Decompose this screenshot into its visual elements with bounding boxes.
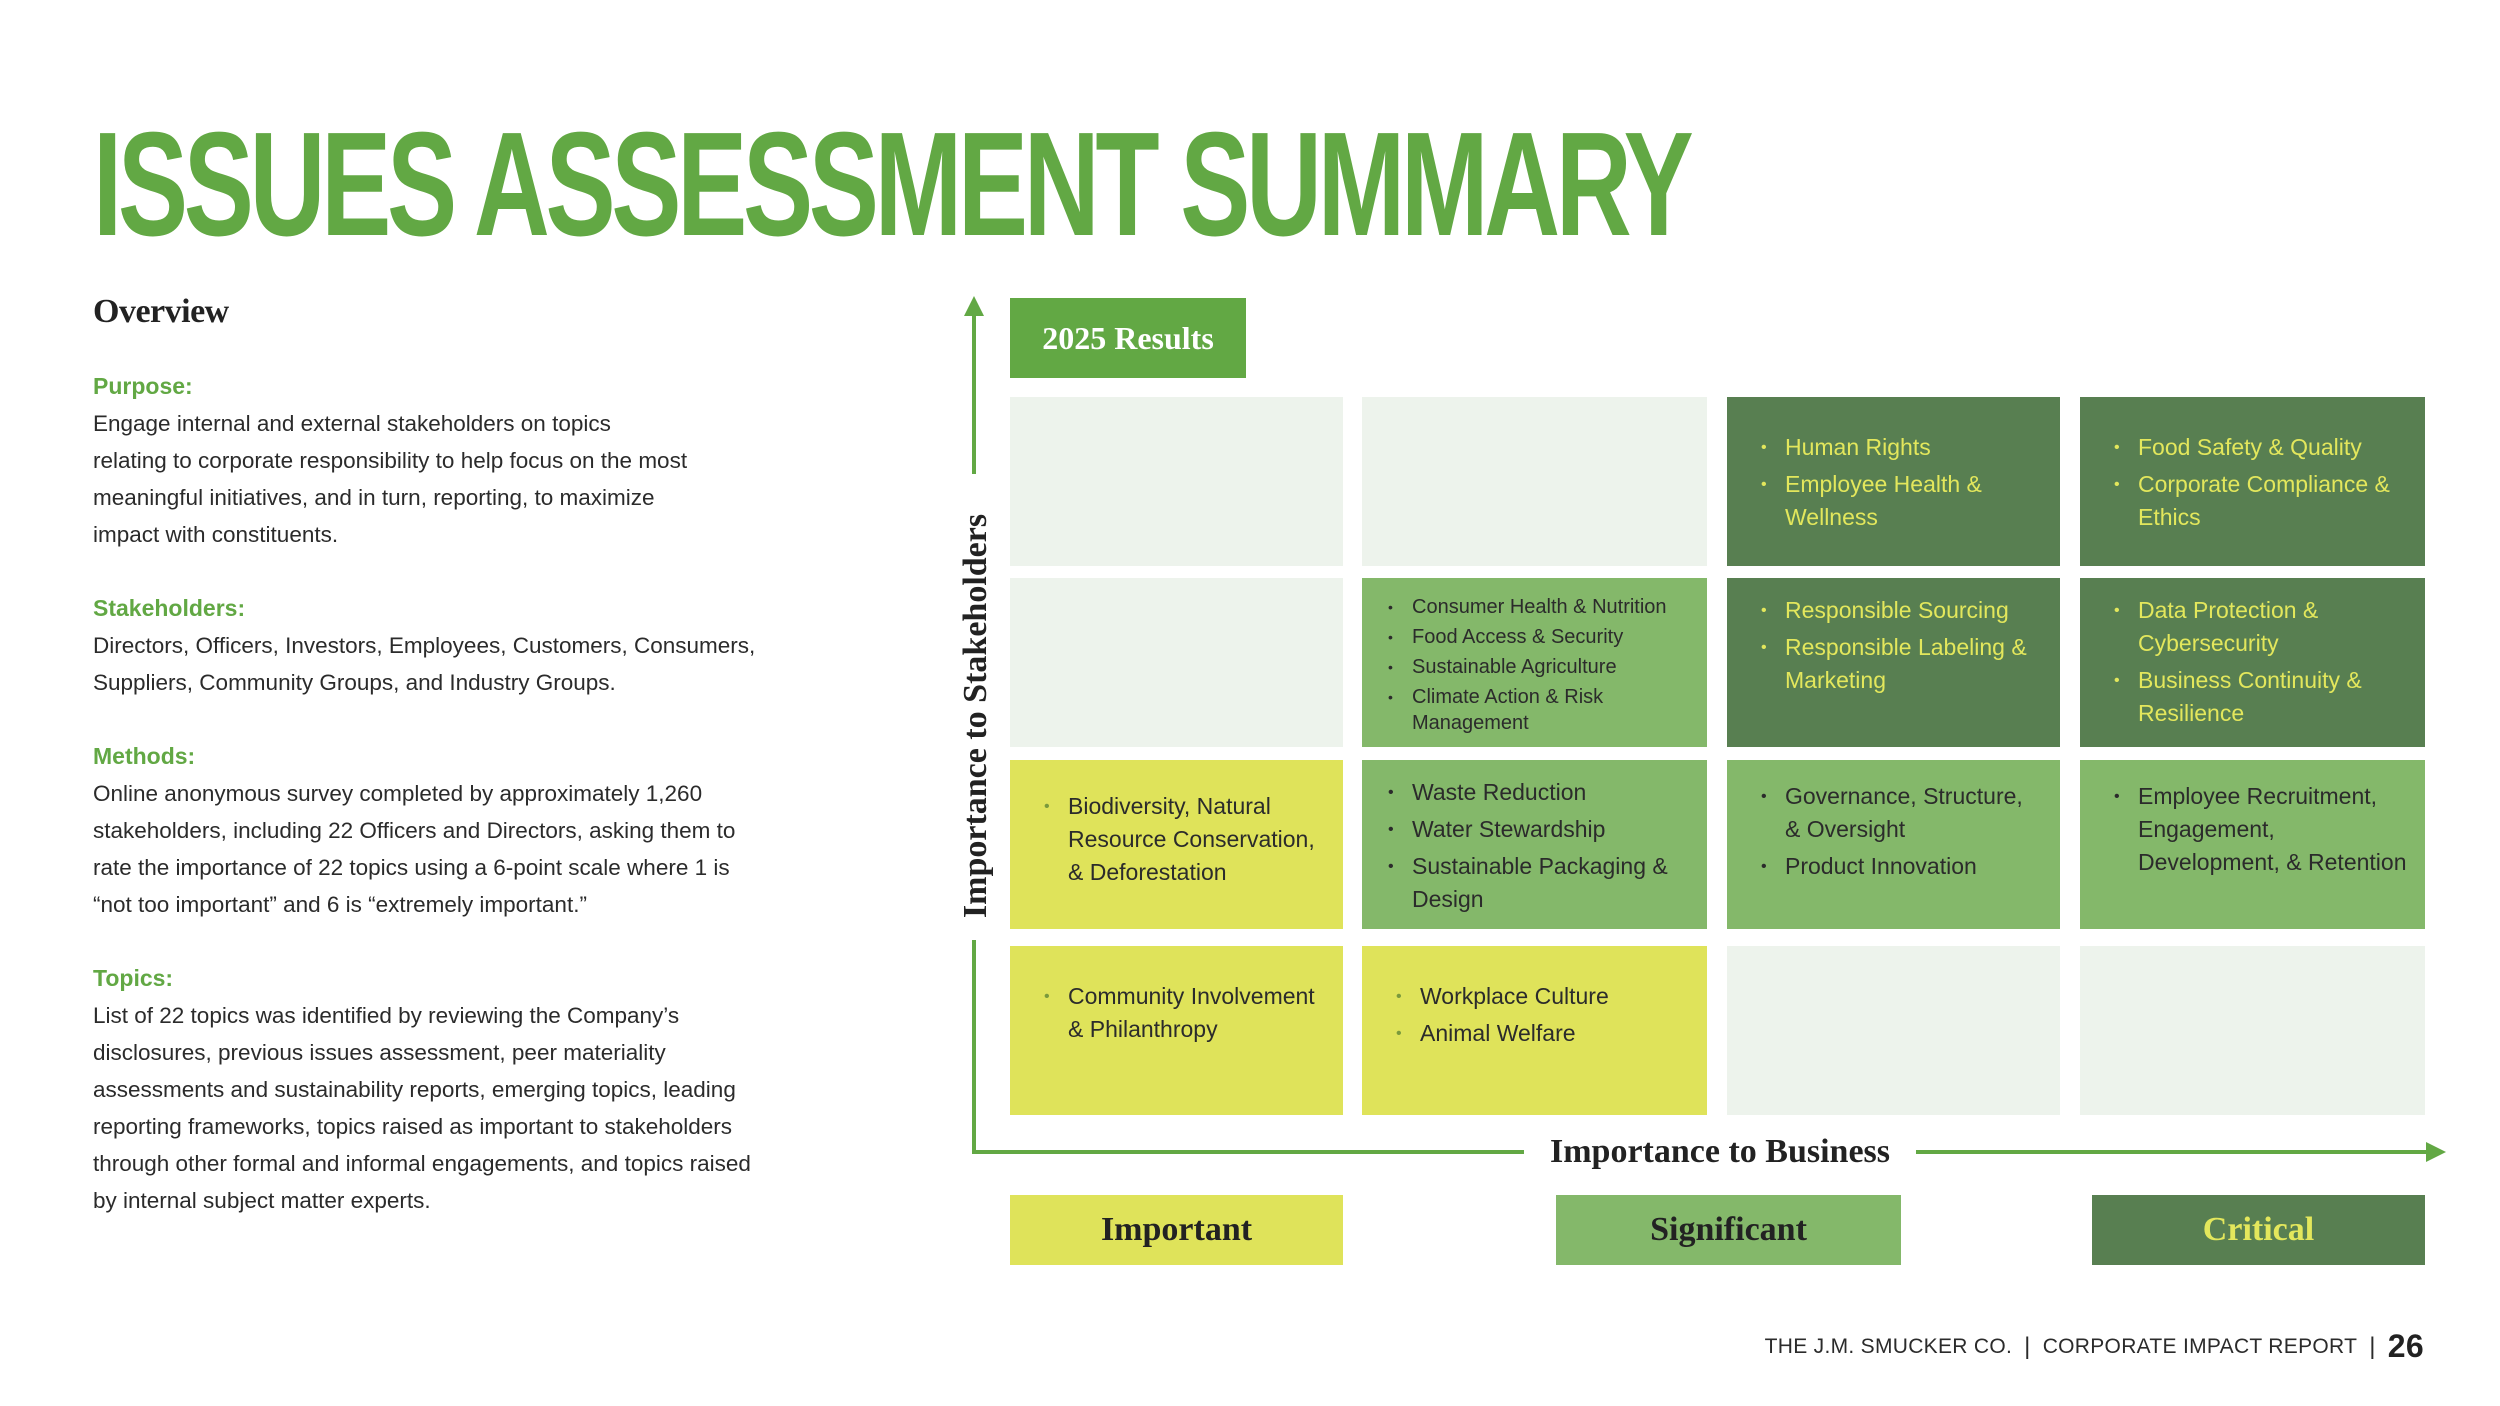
stakeholders-line: Directors, Officers, Investors, Employee… (93, 633, 756, 658)
topics-line: assessments and sustainability reports, … (93, 1077, 736, 1102)
footer-divider: | (2369, 1332, 2376, 1360)
footer-divider: | (2024, 1332, 2031, 1360)
matrix-cell-r4-c4 (2080, 946, 2425, 1115)
x-axis-arrow-icon (2426, 1142, 2446, 1162)
topic-item: Biodiversity, Natural Resource Conservat… (1040, 790, 1325, 889)
matrix-cell-r1-c2 (1362, 397, 1707, 566)
topic-list: Governance, Structure, & OversightProduc… (1757, 780, 2042, 883)
methods-line: rate the importance of 22 topics using a… (93, 855, 730, 880)
methods-label: Methods: (93, 743, 196, 769)
topic-item: Workplace Culture (1392, 980, 1689, 1013)
topic-item: Sustainable Packaging & Design (1384, 850, 1689, 916)
purpose-line: meaningful initiatives, and in turn, rep… (93, 485, 655, 510)
topics-line: List of 22 topics was identified by revi… (93, 1003, 680, 1028)
topic-list: Employee Recruitment, Engagement, Develo… (2110, 780, 2407, 879)
topics-line: by internal subject matter experts. (93, 1188, 431, 1213)
y-axis-line-upper (972, 312, 976, 474)
legend-important: Important (1010, 1195, 1343, 1265)
topic-list: Biodiversity, Natural Resource Conservat… (1040, 790, 1325, 889)
methods-line: stakeholders, including 22 Officers and … (93, 818, 736, 843)
purpose-line: relating to corporate responsibility to … (93, 448, 688, 473)
topic-list: Data Protection & CybersecurityBusiness … (2110, 594, 2407, 730)
footer-report-name: CORPORATE IMPACT REPORT (2042, 1334, 2358, 1358)
topic-item: Climate Action & Risk Management (1384, 684, 1689, 736)
topic-item: Employee Health & Wellness (1757, 468, 2042, 534)
topics-label: Topics: (93, 965, 174, 991)
stakeholders-label: Stakeholders: (93, 595, 246, 621)
topics-line: disclosures, previous issues assessment,… (93, 1040, 666, 1065)
purpose-text: Engage internal and external stakeholder… (93, 405, 813, 553)
topic-item: Animal Welfare (1392, 1017, 1689, 1050)
topic-item: Governance, Structure, & Oversight (1757, 780, 2042, 846)
topic-item: Waste Reduction (1384, 776, 1689, 809)
topic-item: Business Continuity & Resilience (2110, 664, 2407, 730)
matrix-cell-r4-c3 (1727, 946, 2060, 1115)
topics-line: reporting frameworks, topics raised as i… (93, 1114, 733, 1139)
purpose-line: impact with constituents. (93, 522, 339, 547)
y-axis-line-lower (972, 940, 976, 1154)
topic-list: Waste ReductionWater StewardshipSustaina… (1384, 776, 1689, 916)
methods-section: Methods: Online anonymous survey complet… (93, 738, 813, 923)
matrix-cell-r3-c3: Governance, Structure, & OversightProduc… (1727, 760, 2060, 929)
x-axis-label: Importance to Business (1523, 1133, 1917, 1171)
overview-heading: Overview (93, 293, 229, 330)
stakeholders-line: Suppliers, Community Groups, and Industr… (93, 670, 616, 695)
matrix-cell-r1-c4: Food Safety & QualityCorporate Complianc… (2080, 397, 2425, 566)
matrix-cell-r1-c3: Human RightsEmployee Health & Wellness (1727, 397, 2060, 566)
matrix-cell-r2-c1 (1010, 578, 1343, 747)
legend-critical: Critical (2092, 1195, 2425, 1265)
methods-text: Online anonymous survey completed by app… (93, 775, 813, 923)
topic-item: Human Rights (1757, 431, 2042, 464)
methods-line: “not too important” and 6 is “extremely … (93, 892, 587, 917)
topics-text: List of 22 topics was identified by revi… (93, 997, 813, 1219)
topic-list: Food Safety & QualityCorporate Complianc… (2110, 431, 2407, 534)
footer-company: THE J.M. SMUCKER CO. (1764, 1334, 2013, 1358)
topic-list: Workplace CultureAnimal Welfare (1392, 980, 1689, 1050)
topic-item: Product Innovation (1757, 850, 2042, 883)
matrix-cell-r3-c1: Biodiversity, Natural Resource Conservat… (1010, 760, 1343, 929)
matrix-cell-r2-c3: Responsible SourcingResponsible Labeling… (1727, 578, 2060, 747)
topic-list: Consumer Health & NutritionFood Access &… (1384, 594, 1689, 736)
purpose-line: Engage internal and external stakeholder… (93, 411, 611, 436)
topics-section: Topics: List of 22 topics was identified… (93, 960, 813, 1219)
topic-list: Community Involvement & Philanthropy (1040, 980, 1325, 1046)
methods-line: Online anonymous survey completed by app… (93, 781, 703, 806)
topic-item: Responsible Labeling & Marketing (1757, 631, 2042, 697)
topic-item: Community Involvement & Philanthropy (1040, 980, 1325, 1046)
topic-item: Corporate Compliance & Ethics (2110, 468, 2407, 534)
purpose-section: Purpose: Engage internal and external st… (93, 368, 813, 553)
legend-significant: Significant (1556, 1195, 1901, 1265)
page-footer: THE J.M. SMUCKER CO. | CORPORATE IMPACT … (1765, 1328, 2424, 1365)
results-badge: 2025 Results (1010, 298, 1246, 378)
matrix-cell-r1-c1 (1010, 397, 1343, 566)
topics-line: through other formal and informal engage… (93, 1151, 751, 1176)
topic-item: Food Access & Security (1384, 624, 1689, 650)
topic-list: Human RightsEmployee Health & Wellness (1757, 431, 2042, 534)
topic-item: Sustainable Agriculture (1384, 654, 1689, 680)
topic-item: Responsible Sourcing (1757, 594, 2042, 627)
stakeholders-section: Stakeholders: Directors, Officers, Inves… (93, 590, 813, 701)
topic-list: Responsible SourcingResponsible Labeling… (1757, 594, 2042, 697)
topic-item: Employee Recruitment, Engagement, Develo… (2110, 780, 2407, 879)
matrix-cell-r4-c1: Community Involvement & Philanthropy (1010, 946, 1343, 1115)
matrix-cell-r3-c2: Waste ReductionWater StewardshipSustaina… (1362, 760, 1707, 929)
topic-item: Consumer Health & Nutrition (1384, 594, 1689, 620)
topic-item: Food Safety & Quality (2110, 431, 2407, 464)
matrix-cell-r2-c2: Consumer Health & NutritionFood Access &… (1362, 578, 1707, 747)
matrix-cell-r2-c4: Data Protection & CybersecurityBusiness … (2080, 578, 2425, 747)
topic-item: Data Protection & Cybersecurity (2110, 594, 2407, 660)
y-axis-label: Importance to Stakeholders (957, 513, 994, 919)
purpose-label: Purpose: (93, 373, 193, 399)
matrix-cell-r3-c4: Employee Recruitment, Engagement, Develo… (2080, 760, 2425, 929)
y-axis-arrow-icon (964, 296, 984, 316)
stakeholders-text: Directors, Officers, Investors, Employee… (93, 627, 813, 701)
page-number: 26 (2387, 1328, 2424, 1364)
topic-item: Water Stewardship (1384, 813, 1689, 846)
matrix-cell-r4-c2: Workplace CultureAnimal Welfare (1362, 946, 1707, 1115)
page-title: ISSUES ASSESSMENT SUMMARY (93, 102, 1694, 267)
